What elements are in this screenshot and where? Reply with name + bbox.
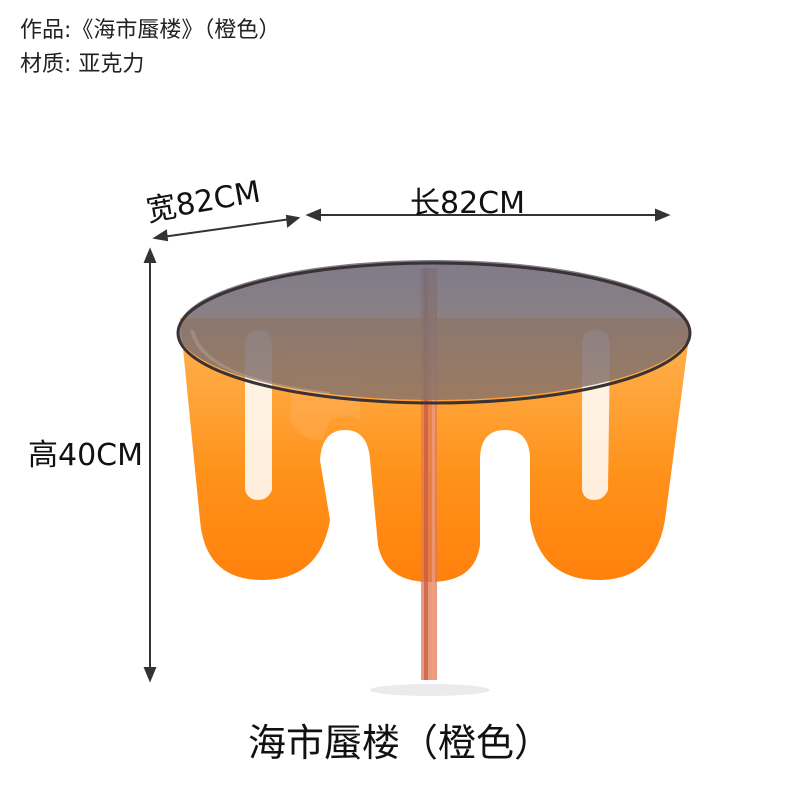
length-arrow-right — [655, 208, 671, 222]
length-arrow-left — [305, 208, 321, 222]
glass-table-top — [176, 260, 692, 405]
dimension-lines — [143, 208, 671, 683]
height-label: 高40CM — [28, 438, 144, 473]
product-info: 作品:《海市蜃楼》（橙色） 材质: 亚克力 — [20, 14, 280, 82]
product-caption: 海市蜃楼（橙色） — [247, 721, 552, 765]
height-arrow-top — [143, 247, 157, 263]
length-label: 长82CM — [410, 186, 526, 221]
material-line: 材质: 亚克力 — [20, 52, 145, 77]
work-title-line: 作品:《海市蜃楼》（橙色） — [20, 18, 281, 43]
width-arrow-right — [285, 214, 301, 228]
width-arrow-left — [152, 229, 169, 242]
height-arrow-bottom — [143, 667, 157, 683]
width-dimension-line — [154, 217, 299, 239]
floor-shadow — [370, 684, 490, 696]
